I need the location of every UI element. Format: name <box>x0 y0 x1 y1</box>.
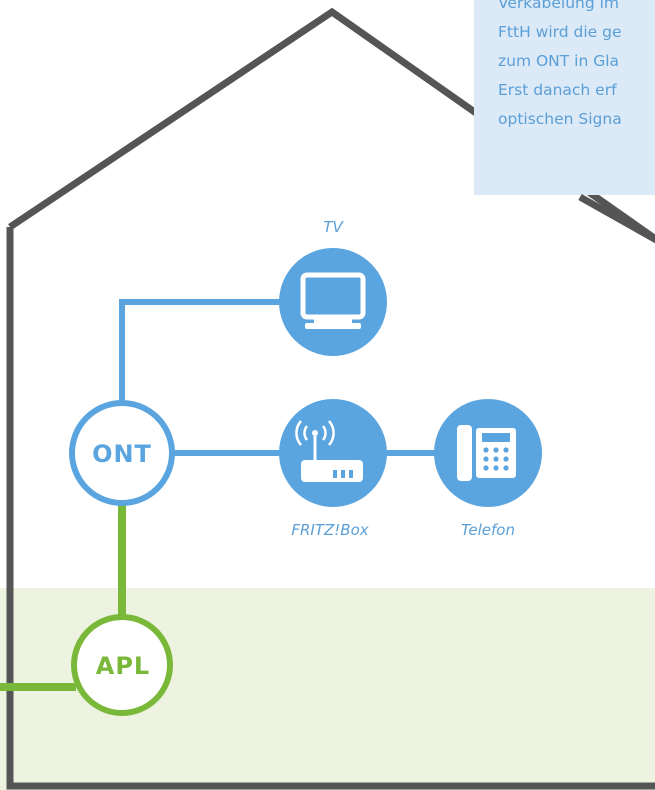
apl-label: APL <box>95 652 151 680</box>
info-line: Erst danach erf <box>498 81 617 99</box>
info-line: FttH wird die ge <box>498 23 622 41</box>
info-line: Verkabelung im <box>498 0 620 12</box>
tv-label: TV <box>323 218 343 236</box>
info-line: zum ONT in Gla <box>498 52 620 70</box>
router-icon <box>279 399 387 507</box>
fritzbox-label: FRITZ!Box <box>291 521 369 539</box>
phone-icon <box>434 399 542 507</box>
info-box: Verkabelung im FttH wird die ge zum ONT … <box>474 0 655 195</box>
ont-node <box>69 400 175 506</box>
info-line: optischen Signa <box>498 110 622 128</box>
tv-icon <box>279 248 387 356</box>
telefon-label: Telefon <box>461 521 515 539</box>
ont-label: ONT <box>92 440 152 468</box>
apl-node <box>71 614 173 716</box>
fiber-line-ont-tv <box>119 299 285 405</box>
